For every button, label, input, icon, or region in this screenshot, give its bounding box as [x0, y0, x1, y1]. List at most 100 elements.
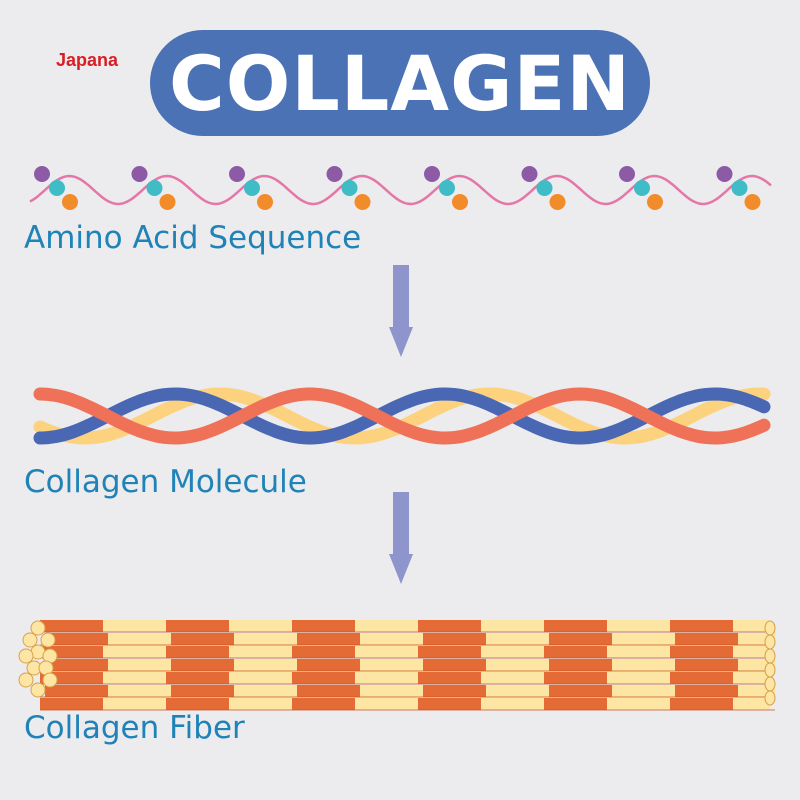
- amino-acid-chain: [29, 166, 772, 210]
- collagen-fiber-bundle: [18, 620, 776, 711]
- fiber-end-cap: [764, 634, 776, 650]
- title-banner: COLLAGEN: [150, 30, 650, 136]
- amino-bead: [34, 166, 50, 182]
- fiber-end-cap: [764, 662, 776, 678]
- stage-label-amino-acid: Amino Acid Sequence: [24, 220, 362, 256]
- helix-strand-red: [33, 387, 771, 445]
- stage-label-molecule: Collagen Molecule: [24, 464, 307, 500]
- fiber-strand-segment: [549, 633, 612, 645]
- amino-bead: [619, 166, 635, 182]
- fiber-strand-segment: [675, 685, 738, 697]
- fiber-strand-segment: [733, 672, 770, 684]
- fiber-strand-segment: [297, 685, 360, 697]
- fiber-end-cap: [764, 690, 776, 706]
- amino-bead: [536, 180, 553, 196]
- amino-bead: [647, 194, 663, 210]
- fiber-strand-segment: [355, 646, 418, 658]
- fiber-strand-segment: [423, 685, 486, 697]
- fiber-strand-segment: [297, 633, 360, 645]
- amino-bead: [257, 194, 273, 210]
- fiber-strand-segment: [292, 698, 355, 710]
- fiber-strand-segment: [418, 620, 481, 632]
- fiber-strand-segment: [45, 659, 108, 671]
- amino-bead: [744, 194, 761, 210]
- fiber-strand-segment: [670, 698, 733, 710]
- fiber-strand-segment: [544, 646, 607, 658]
- fiber-end-cap: [42, 672, 58, 688]
- amino-bead: [131, 166, 148, 182]
- fiber-strand-segment: [418, 646, 481, 658]
- fiber-strand-segment: [418, 698, 481, 710]
- fiber-strand-segment: [612, 659, 675, 671]
- fiber-strand-segment: [486, 685, 549, 697]
- fiber-strand-segment: [234, 633, 297, 645]
- amino-bead: [354, 194, 371, 210]
- fiber-strand-segment: [423, 659, 486, 671]
- fiber-strand-segment: [481, 672, 544, 684]
- fiber-strand-segment: [549, 685, 612, 697]
- amino-bead: [159, 194, 176, 210]
- fiber-strand-segment: [108, 685, 171, 697]
- fiber-strand-segment: [45, 685, 108, 697]
- amino-bead: [439, 180, 455, 196]
- fiber-strand-segment: [544, 672, 607, 684]
- amino-bead: [326, 166, 343, 182]
- fiber-strand-segment: [171, 659, 234, 671]
- fiber-strand-segment: [544, 620, 607, 632]
- amino-bead: [244, 180, 260, 196]
- fiber-strand-segment: [733, 646, 770, 658]
- fiber-strand-segment: [360, 633, 423, 645]
- fiber-strand-segment: [171, 633, 234, 645]
- fiber-strand-segment: [486, 659, 549, 671]
- fiber-strand-segment: [171, 685, 234, 697]
- stage-label-fiber: Collagen Fiber: [24, 710, 245, 746]
- fiber-strand-segment: [166, 646, 229, 658]
- fiber-strand-segment: [108, 633, 171, 645]
- amino-bead: [62, 194, 78, 210]
- fiber-strand-segment: [292, 672, 355, 684]
- fiber-strand-segment: [297, 659, 360, 671]
- fiber-strand-segment: [40, 620, 103, 632]
- fiber-strand-segment: [360, 659, 423, 671]
- fiber-strand-segment: [549, 659, 612, 671]
- fiber-strand-segment: [481, 646, 544, 658]
- fiber-strand-segment: [103, 698, 166, 710]
- fiber-end-cap: [18, 672, 34, 688]
- fiber-strand-segment: [418, 672, 481, 684]
- fiber-strand-segment: [292, 620, 355, 632]
- fiber-strand-segment: [103, 620, 166, 632]
- fiber-strand-segment: [670, 672, 733, 684]
- fiber-end-cap: [40, 632, 56, 648]
- fiber-strand-segment: [607, 698, 670, 710]
- fiber-strand-segment: [40, 698, 103, 710]
- fiber-strand-segment: [612, 685, 675, 697]
- amino-bead: [716, 166, 733, 182]
- fiber-strand-segment: [670, 646, 733, 658]
- amino-bead: [521, 166, 538, 182]
- fiber-strand-segment: [355, 620, 418, 632]
- fiber-strand-segment: [166, 672, 229, 684]
- amino-bead: [549, 194, 566, 210]
- amino-bead: [49, 180, 65, 196]
- fiber-strand-segment: [607, 646, 670, 658]
- fiber-strand-segment: [612, 633, 675, 645]
- fiber-strand-segment: [103, 672, 166, 684]
- fiber-strand-segment: [229, 646, 292, 658]
- arrow-down-icon: [389, 492, 413, 584]
- fiber-strand-segment: [166, 620, 229, 632]
- amino-bead: [424, 166, 440, 182]
- fiber-strand-segment: [45, 633, 108, 645]
- fiber-end-cap: [22, 632, 38, 648]
- fiber-end-cap: [764, 676, 776, 692]
- fiber-strand-segment: [733, 620, 770, 632]
- fiber-strand-segment: [229, 620, 292, 632]
- fiber-strand-segment: [607, 672, 670, 684]
- fiber-end-cap: [764, 620, 776, 636]
- brand-logo: Japana: [56, 50, 119, 70]
- fiber-strand-segment: [607, 620, 670, 632]
- fiber-strand-segment: [733, 698, 770, 710]
- fiber-strand-segment: [423, 633, 486, 645]
- fiber-strand-segment: [292, 646, 355, 658]
- arrow-down-icon: [389, 265, 413, 357]
